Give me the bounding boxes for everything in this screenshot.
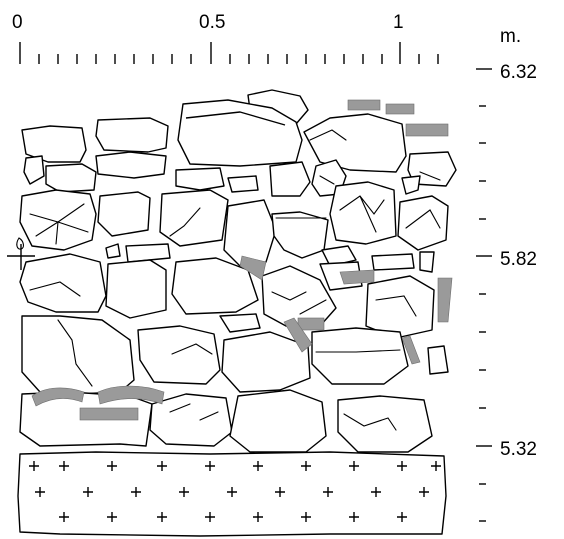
stone [371,253,415,271]
stone [95,117,169,153]
plus-sign [227,487,237,497]
stone [227,175,259,193]
top-scale-bar: 0 0.5 1 m. [12,12,521,64]
brick-fragment [283,317,313,353]
plus-sign [157,461,167,471]
plus-sign [205,461,215,471]
stone [137,325,221,385]
elevation-minor-ticks [479,105,486,522]
stone [45,163,97,193]
stone [311,327,409,385]
plus-sign [253,512,263,522]
stone [269,161,311,197]
stone [159,189,229,247]
plus-sign [301,461,311,471]
brick-fragment [385,103,415,115]
stone [401,175,421,195]
stone-masonry [19,89,457,453]
stone [229,389,327,453]
brick-fragment [239,255,267,281]
plus-sign [397,461,407,471]
plus-sign [59,461,69,471]
brick-fragment [339,269,375,285]
scale-label-0: 0 [12,12,23,33]
plus-sign [29,461,39,471]
brick-fragment [437,277,453,323]
stone [21,125,87,163]
stone [175,167,225,191]
stone [337,395,433,453]
stone [303,113,407,173]
stone [321,245,357,267]
plus-sign-hatch [17,451,447,537]
stone [105,243,121,259]
plus-sign [371,487,381,497]
stone [223,199,277,267]
stone [219,313,261,333]
stone [19,253,107,313]
plus-sign [83,487,93,497]
stone [97,191,151,237]
stone [125,243,171,263]
stone [427,345,449,375]
stone [221,331,311,393]
brick-fragment [79,407,139,421]
brick-fragment [401,335,421,365]
elevation-label-6-32: 6.32 [500,62,537,83]
brick-fragment [97,385,165,405]
elevation-scale: 6.32 5.82 5.32 [476,62,537,522]
brick-fragments [31,99,453,421]
brick-fragment [405,123,449,137]
plus-sign [253,461,263,471]
plus-sign [323,487,333,497]
stone [105,259,167,319]
brick-fragment [297,317,325,331]
stone [23,155,45,185]
stone [19,189,97,251]
elevation-label-5-32: 5.32 [500,439,537,460]
plus-sign [131,487,141,497]
plus-sign [349,512,359,522]
plus-sign [107,512,117,522]
plus-sign [275,487,285,497]
plus-sign [431,461,441,471]
plus-sign [35,487,45,497]
stone [95,151,167,179]
stone [397,195,449,251]
scale-unit-label: m. [500,26,521,47]
scale-minor-ticks [38,54,439,64]
plus-sign [397,512,407,522]
stone [365,275,435,339]
brick-fragment [31,387,85,407]
plus-sign [301,512,311,522]
stone [149,393,233,447]
stone [329,181,397,245]
plus-sign [419,487,429,497]
plus-sign [205,512,215,522]
stone [419,251,435,273]
plus-sign [349,461,359,471]
plus-sign [179,487,189,497]
elevation-label-5-82: 5.82 [500,249,537,270]
stone [271,211,329,259]
plus-sign [59,512,69,522]
scale-label-1: 1 [393,12,404,33]
stone [171,257,259,315]
plus-sign [157,512,167,522]
crosshair-icon [7,237,35,270]
brick-fragment [347,99,381,111]
stone [21,315,135,395]
scale-label-0-5: 0.5 [199,12,225,33]
plus-sign [107,461,117,471]
